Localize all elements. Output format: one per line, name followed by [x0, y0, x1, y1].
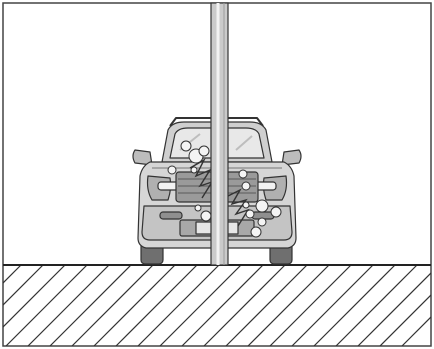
- pole: [211, 3, 228, 265]
